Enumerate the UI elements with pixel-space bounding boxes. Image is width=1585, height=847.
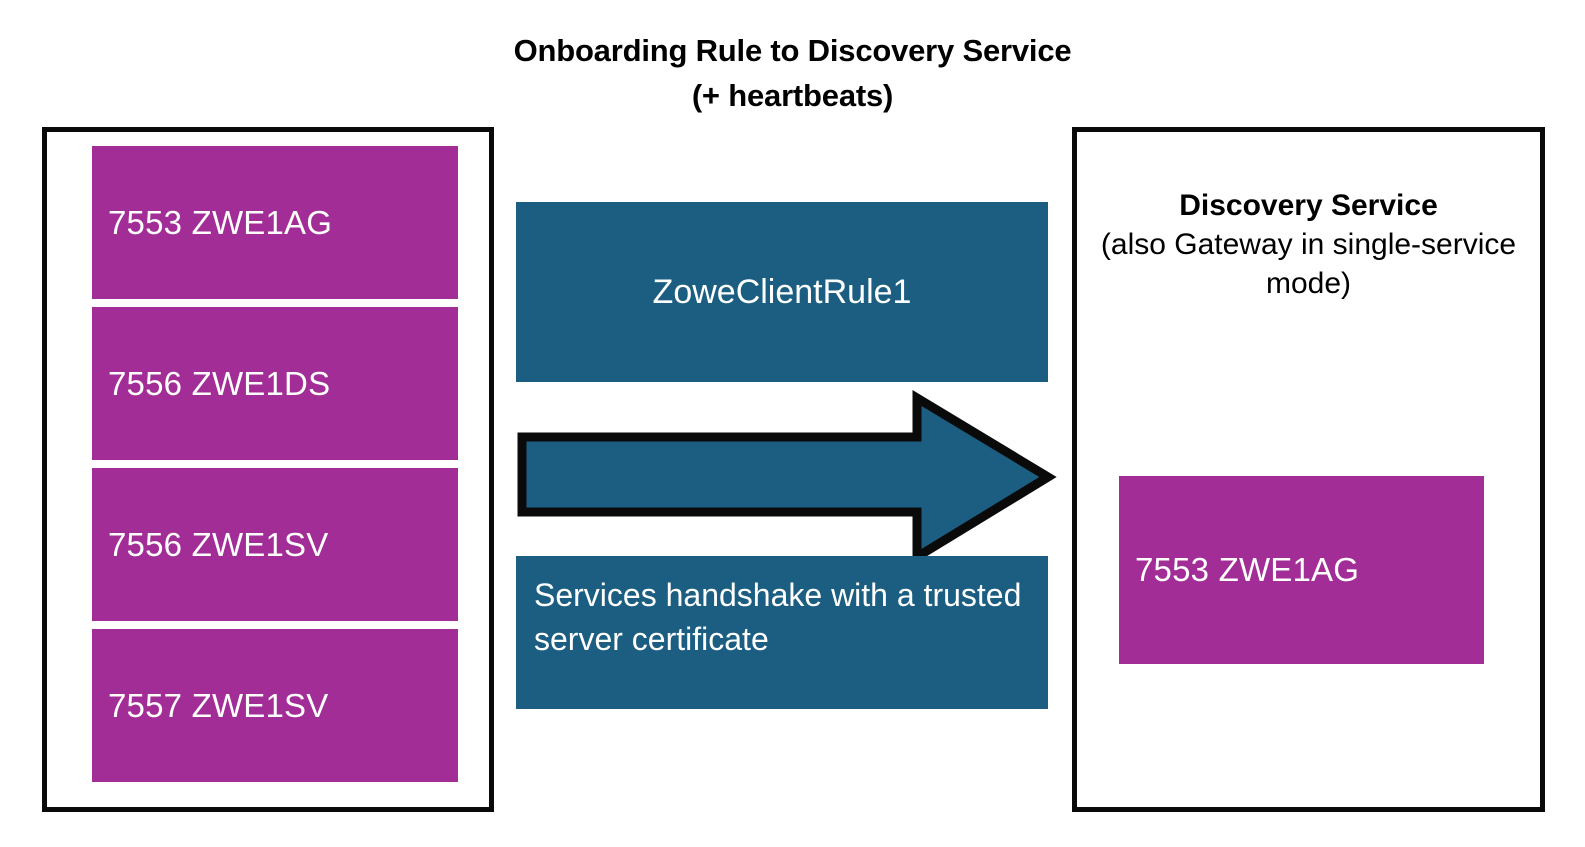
title-line-2: (+ heartbeats) bbox=[691, 78, 894, 113]
service-list-item[interactable]: 7557 ZWE1SV bbox=[92, 629, 458, 782]
rule-box-label: ZoweClientRule1 bbox=[652, 272, 912, 311]
page-title: Onboarding Rule to Discovery Service (+ … bbox=[0, 28, 1585, 118]
arrow-shape bbox=[517, 390, 1057, 566]
discovery-service-heading: Discovery Service bbox=[1179, 189, 1438, 222]
service-list-item[interactable]: 7553 ZWE1AG bbox=[92, 146, 458, 299]
rule-box[interactable]: ZoweClientRule1 bbox=[516, 202, 1048, 382]
registered-service-chip[interactable]: 7553 ZWE1AG bbox=[1119, 476, 1484, 664]
service-list-item[interactable]: 7556 ZWE1DS bbox=[92, 307, 458, 460]
handshake-note-box: Services handshake with a trusted server… bbox=[516, 556, 1048, 709]
service-label: 7553 ZWE1AG bbox=[108, 203, 333, 241]
discovery-service-header: Discovery Service (also Gateway in singl… bbox=[1077, 186, 1540, 303]
registered-service-label: 7553 ZWE1AG bbox=[1135, 551, 1360, 588]
right-block-arrow-icon bbox=[517, 390, 1057, 566]
handshake-note-label: Services handshake with a trusted server… bbox=[534, 577, 1022, 657]
title-line-1: Onboarding Rule to Discovery Service bbox=[513, 33, 1072, 68]
discovery-service-panel: Discovery Service (also Gateway in singl… bbox=[1072, 127, 1545, 812]
service-label: 7557 ZWE1SV bbox=[108, 686, 329, 724]
service-list: 7553 ZWE1AG 7556 ZWE1DS 7556 ZWE1SV 7557… bbox=[92, 146, 458, 782]
services-panel: 7553 ZWE1AG 7556 ZWE1DS 7556 ZWE1SV 7557… bbox=[42, 127, 494, 812]
service-list-item[interactable]: 7556 ZWE1SV bbox=[92, 468, 458, 621]
discovery-service-subheading: (also Gateway in single-service mode) bbox=[1100, 228, 1517, 300]
service-label: 7556 ZWE1SV bbox=[108, 525, 329, 563]
service-label: 7556 ZWE1DS bbox=[108, 364, 331, 402]
